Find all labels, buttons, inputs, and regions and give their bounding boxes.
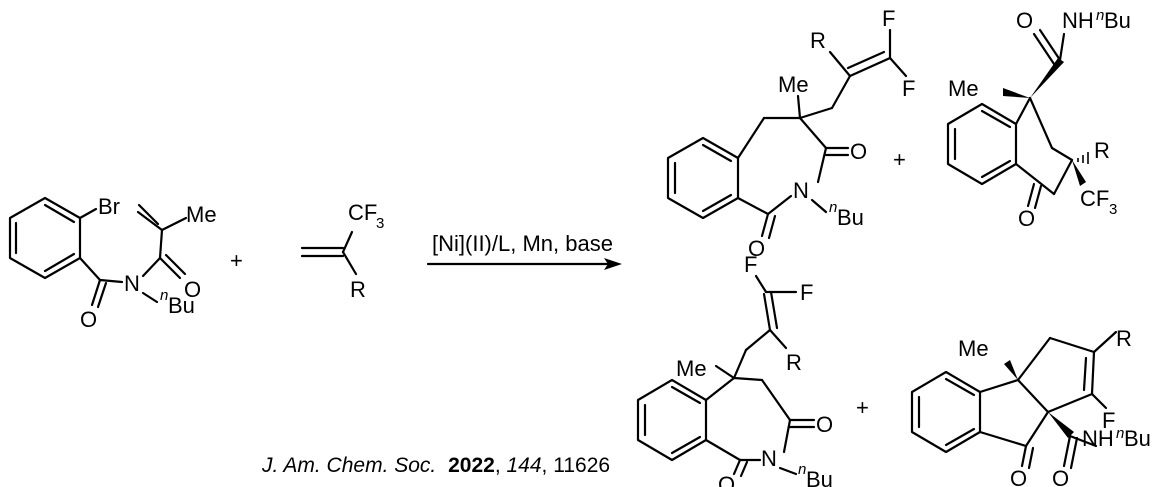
product-4-indanone: O Me R F O NH n Bu [910,326,1151,487]
svg-text:Bu: Bu [1104,8,1131,33]
svg-text:F: F [1102,408,1115,433]
svg-text:CF: CF [1080,186,1109,211]
svg-text:Me: Me [948,76,979,101]
citation-pages: 11626 [553,454,610,477]
svg-text:3: 3 [1109,201,1117,218]
svg-text:Bu: Bu [837,205,864,230]
product-1-benzazepinedione: O N O n Bu Me R F F [666,6,915,261]
product-2-tetralone: O Me O NH n Bu R CF 3 [946,7,1131,231]
n-prefix-label: n [160,287,168,304]
svg-text:Me: Me [676,356,707,381]
methyl-label: Me [186,202,217,227]
svg-text:O: O [816,412,833,437]
citation-journal: J. Am. Chem. Soc. [261,454,436,477]
svg-text:R: R [1116,326,1132,351]
svg-text:O: O [748,236,765,261]
svg-text:O: O [1052,466,1069,487]
plus-sign-reactants: + [230,248,243,273]
svg-text:n: n [1096,7,1104,24]
acryl-oxygen-label: O [184,277,201,302]
reaction-conditions: [Ni](II)/L, Mn, base [432,231,613,256]
svg-text:R: R [786,350,802,375]
svg-text:Me: Me [958,336,989,361]
svg-text:O: O [718,472,735,487]
svg-text:Bu: Bu [806,467,833,487]
svg-text:NH: NH [1082,426,1114,451]
product-3-benzazepinedione: O N O n Bu Me R F F [636,252,833,487]
reaction-arrow [426,258,622,270]
svg-text:F: F [744,252,757,277]
plus-sign-products-bottom: + [856,395,869,420]
citation-year: 2022 [448,454,495,477]
svg-text:R: R [810,28,826,53]
svg-text:O: O [1016,8,1033,33]
svg-text:F: F [800,280,813,305]
starting-material-benzamide: Br O N n Bu O Me [8,194,217,332]
svg-text:NH: NH [1062,8,1094,33]
svg-text:O: O [1018,206,1035,231]
amide-oxygen-label: O [80,307,97,332]
cf3-label: CF [348,200,377,225]
butyl-label: Bu [168,293,195,318]
svg-text:F: F [882,6,895,31]
citation: J. Am. Chem. Soc. 2022, 144, 11626 [261,454,610,477]
svg-text:n: n [798,461,806,478]
svg-text:n: n [829,199,837,216]
citation-volume: 144 [507,454,542,477]
starting-material-cf3-alkene: CF 3 R [300,200,384,302]
svg-text:n: n [1116,425,1124,442]
r-group-label: R [350,277,366,302]
amide-nitrogen-label: N [124,271,140,296]
svg-text:Me: Me [778,72,809,97]
svg-text:F: F [902,76,915,101]
plus-sign-products-top: + [893,147,906,172]
svg-text:Bu: Bu [1124,426,1151,451]
svg-text:R: R [1094,138,1110,163]
svg-text:O: O [850,139,867,164]
svg-text:O: O [1010,466,1027,487]
svg-text:3: 3 [376,215,384,232]
svg-text:N: N [793,178,809,203]
svg-text:N: N [761,446,777,471]
bromo-label: Br [98,194,120,219]
